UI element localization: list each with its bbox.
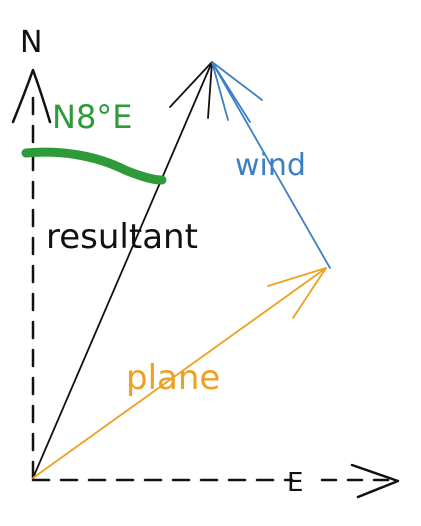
resultant-label: resultant (46, 217, 198, 257)
east-axis (31, 463, 400, 499)
plane-arrowhead (267, 267, 327, 319)
wind-vector (211, 61, 331, 269)
north-arrowhead (11, 68, 52, 124)
wind-line (211, 61, 331, 269)
east-arrowhead (350, 463, 400, 499)
plane-line (32, 267, 327, 479)
plane-vector (32, 267, 327, 479)
wind-label: wind (235, 148, 306, 183)
angle-marker-stroke (21, 147, 167, 185)
north-axis (11, 68, 52, 480)
resultant-line (32, 61, 213, 479)
wind-arrowhead (211, 61, 263, 121)
north-label: N (20, 25, 42, 60)
plane-label: plane (126, 358, 220, 398)
wind-arrowhead-extra (211, 61, 251, 123)
angle-label: N8°E (52, 98, 133, 136)
east-label: E (287, 468, 303, 498)
